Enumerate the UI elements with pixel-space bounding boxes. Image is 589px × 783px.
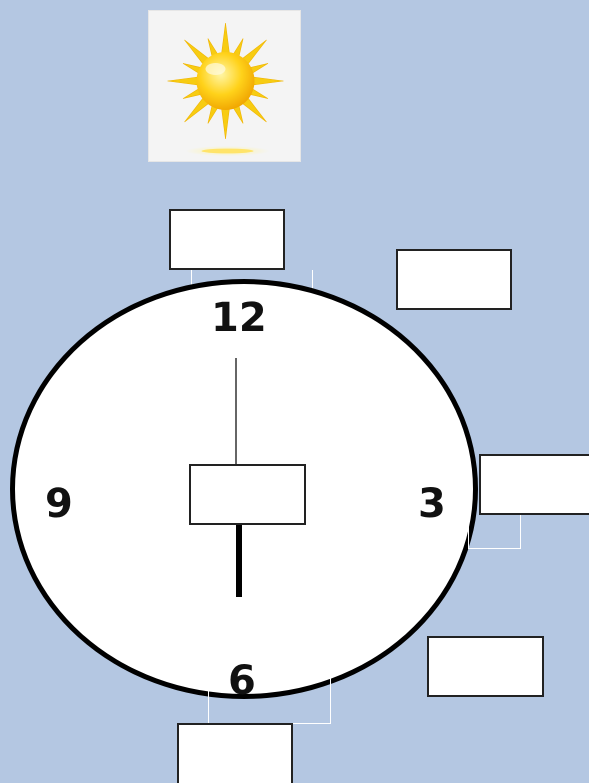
sun-icon bbox=[149, 11, 300, 161]
label-box-center[interactable] bbox=[189, 464, 306, 525]
sun-ray bbox=[251, 77, 283, 85]
clock-number-6: 6 bbox=[228, 661, 256, 701]
outline-right bbox=[468, 512, 521, 549]
clock-number-3: 3 bbox=[418, 484, 446, 524]
clock-number-12: 12 bbox=[211, 298, 267, 338]
minute-hand bbox=[235, 358, 237, 464]
label-box-bottom-right[interactable] bbox=[427, 636, 544, 697]
hour-hand bbox=[236, 525, 242, 597]
sun-ray bbox=[221, 107, 229, 139]
label-box-bottom[interactable] bbox=[177, 723, 293, 783]
sun-picture bbox=[148, 10, 301, 162]
sun-ray bbox=[168, 77, 200, 85]
outline-bottom bbox=[208, 676, 331, 724]
label-box-top[interactable] bbox=[169, 209, 285, 270]
sun-ray bbox=[221, 23, 229, 55]
label-box-top-right[interactable] bbox=[396, 249, 512, 310]
label-box-right[interactable] bbox=[479, 454, 589, 515]
clock-number-9: 9 bbox=[45, 484, 73, 524]
